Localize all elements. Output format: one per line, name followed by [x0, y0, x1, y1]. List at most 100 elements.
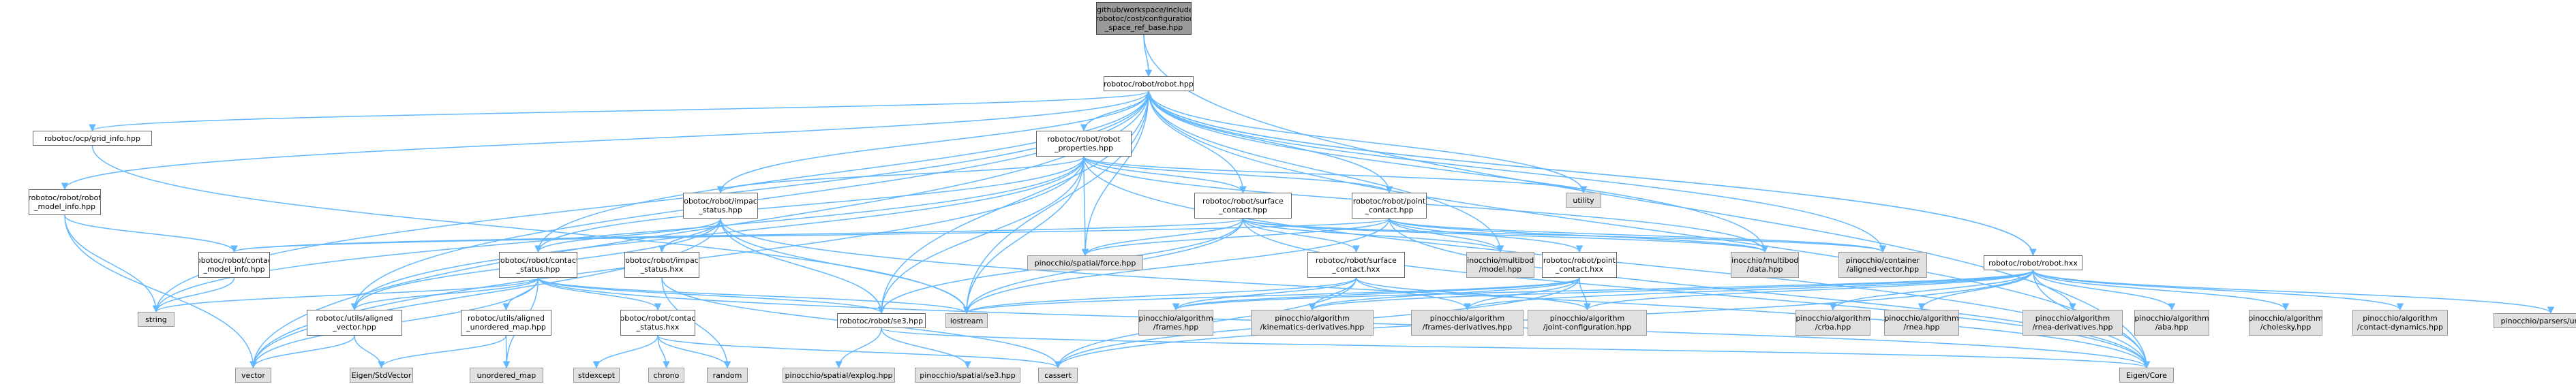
node-impact-status-hxx[interactable]: robotoc/robot/impact _status.hxx	[624, 252, 699, 278]
edge-point_contact_hxx-to-alg_frames	[1172, 277, 1580, 311]
node-eigen-core: Eigen/Core	[2119, 368, 2174, 383]
node-robot-hxx[interactable]: robotoc/robot/robot.hxx	[1984, 255, 2082, 270]
edge-robot_hxx-to-alg_contact_dynamics	[2032, 270, 2404, 311]
edge-surface_contact_hpp-to-aligned_vector_pin	[1242, 218, 1886, 253]
edge-robot_hpp-to-utility	[1148, 91, 1588, 194]
edge-robot_properties-to-utility	[1083, 156, 1587, 194]
node-robot-model-info-hpp[interactable]: robotoc/robot/robot _model_info.hpp	[29, 189, 101, 215]
edge-robot_hpp-to-impact_status_hpp	[716, 91, 1149, 194]
edge-robot_properties-to-utils_aligned_vector	[350, 156, 1085, 311]
edge-contact_status_hpp-to-utils_aligned_vector	[350, 277, 539, 311]
edge-robot_hxx-to-alg_crba	[1829, 270, 2034, 311]
edge-utils_aligned_vector-to-vector	[249, 335, 355, 369]
edge-robot_hpp-to-aligned_vector_pin	[1148, 91, 1887, 253]
node-contact-status-hpp[interactable]: robotoc/robot/contact _status.hpp	[499, 252, 577, 278]
node-pinocchio-spatial-se3: pinocchio/spatial/se3.hpp	[915, 368, 1020, 383]
edge-point_contact_hpp-to-point_contact_hxx	[1389, 218, 1584, 253]
edge-point_contact_hpp-to-aligned_vector_pin	[1389, 218, 1886, 253]
edge-contact_status_hxx-to-random	[657, 335, 731, 369]
edge-surface_contact_hxx-to-alg_frames	[1172, 277, 1357, 311]
node-surface-contact-hxx[interactable]: robotoc/robot/surface _contact.hxx	[1307, 252, 1405, 278]
node-surface-contact-hpp[interactable]: robotoc/robot/surface _contact.hpp	[1194, 193, 1292, 219]
edge-surface_contact_hxx-to-iostream	[963, 277, 1357, 315]
node-pinocchio-spatial-explog: pinocchio/spatial/explog.hpp	[783, 368, 895, 383]
edge-robot_properties-to-iostream	[963, 156, 1085, 315]
edge-surface_contact_hpp-to-multibody_model	[1242, 218, 1504, 253]
edge-point_contact_hpp-to-multibody_model	[1389, 218, 1504, 253]
edge-se3_hpp-to-eigen_core	[881, 327, 2150, 369]
edge-contact_status_hpp-to-string	[152, 277, 539, 313]
node-utils-aligned-vector-hpp[interactable]: robotoc/utils/aligned _vector.hpp	[307, 310, 402, 336]
edge-robot_hxx-to-robot_hpp	[1145, 90, 2034, 256]
edge-robot_hpp-to-multibody_model	[1148, 91, 1504, 253]
node-unordered-map: unordered_map	[470, 368, 543, 383]
node-pinocchio-algorithm-frames: pinocchio/algorithm /frames.hpp	[1138, 310, 1213, 336]
edge-surface_contact_hpp-to-eigen_core	[1242, 218, 2151, 369]
edge-utils_unordered_map-to-eigen_stdvector	[378, 335, 507, 369]
node-contact-model-info-hpp[interactable]: robotoc/robot/contact _model_info.hpp	[198, 252, 270, 278]
edge-robot_hxx-to-alg_aba	[2032, 270, 2176, 311]
edge-utils_unordered_map-to-unordered_map	[502, 335, 511, 369]
edge-impact_status_hpp-to-iostream	[720, 218, 971, 315]
edge-point_contact_hpp-to-spatial_force	[1081, 218, 1390, 257]
edge-robot_properties-to-se3_hpp	[877, 156, 1085, 315]
node-chrono: chrono	[648, 368, 684, 383]
node-pinocchio-algorithm-frames-derivatives: pinocchio/algorithm /frames-derivatives.…	[1411, 310, 1524, 336]
node-pinocchio-algorithm-aba: pinocchio/algorithm /aba.hpp	[2134, 310, 2209, 336]
node-eigen-stdvector: Eigen/StdVector	[350, 368, 413, 383]
edge-robot_hxx-to-alg_joint_configuration	[1584, 270, 2034, 311]
node-pinocchio-algorithm-contact-dynamics: pinocchio/algorithm /contact-dynamics.hp…	[2352, 310, 2448, 336]
edge-point_contact_hxx-to-alg_frames_derivatives	[1464, 277, 1580, 311]
node-pinocchio-algorithm-kinematics-derivatives: pinocchio/algorithm /kinematics-derivati…	[1251, 310, 1374, 336]
edge-robot_model_info-to-vector	[64, 214, 257, 369]
node-utils-aligned-unordered-map-hpp[interactable]: robotoc/utils/aligned _unordered_map.hpp	[461, 310, 551, 336]
edge-robot_properties-to-spatial_force	[1081, 156, 1089, 257]
edge-robot_hpp-to-string	[152, 91, 1149, 313]
edge-surface_contact_hxx-to-alg_joint_configuration	[1355, 277, 1591, 311]
edge-root-to-eigen_core	[1143, 34, 2151, 369]
edge-robot_hpp-to-multibody_data	[1148, 91, 1769, 253]
edge-robot_hxx-to-alg_frames_derivatives	[1464, 270, 2034, 311]
edge-impact_status_hpp-to-eigen_core	[720, 218, 2151, 369]
node-robot-properties-hpp[interactable]: robotoc/robot/robot _properties.hpp	[1036, 131, 1132, 157]
edge-robot_model_info-to-contact_model_info	[64, 214, 238, 253]
node-se3-hpp[interactable]: robotoc/robot/se3.hpp	[837, 313, 926, 328]
edge-robot_properties-to-point_contact_hpp	[1083, 156, 1393, 194]
edge-robot_hxx-to-alg_rnea	[1918, 270, 2034, 311]
edge-contact_status_hxx-to-cassert	[657, 335, 1062, 369]
node-robot-hpp[interactable]: robotoc/robot/robot.hpp	[1104, 76, 1194, 91]
edge-surface_contact_hpp-to-surface_contact_hxx	[1242, 218, 1360, 253]
edge-point_contact_hpp-to-multibody_data	[1389, 218, 1769, 253]
node-contact-status-hxx[interactable]: robotoc/robot/contact _status.hxx	[620, 310, 695, 336]
edge-robot_hpp-to-robot_model_info	[61, 91, 1149, 191]
edge-se3_hpp-to-spatial_explog	[835, 327, 882, 369]
node-grid-info-hpp[interactable]: robotoc/ocp/grid_info.hpp	[33, 131, 152, 146]
node-impact-status-hpp[interactable]: robotoc/robot/impact _status.hpp	[683, 193, 758, 219]
edge-impact_status_hpp-to-vector	[249, 218, 721, 369]
edge-contact_status_hpp-to-iostream	[537, 277, 971, 315]
node-pinocchio-algorithm-cholesky: pinocchio/algorithm /cholesky.hpp	[2249, 310, 2322, 336]
node-pinocchio-algorithm-joint-configuration: pinocchio/algorithm /joint-configuration…	[1528, 310, 1647, 336]
node-configuration-space-ref-base-hpp: /github/workspace/include /robotoc/cost/…	[1096, 2, 1192, 35]
node-cassert: cassert	[1038, 368, 1078, 383]
edge-robot_hxx-to-alg_kinematics_derivatives	[1309, 270, 2034, 311]
edge-point_contact_hpp-to-eigen_core	[1389, 218, 2151, 369]
node-point-contact-hxx[interactable]: robotoc/robot/point _contact.hxx	[1542, 252, 1617, 278]
edge-robot_properties-to-surface_contact_hpp	[1083, 156, 1247, 194]
edge-contact_status_hxx-to-stdexcept	[592, 335, 658, 369]
edge-se3_hpp-to-spatial_se3	[881, 327, 971, 369]
edge-grid_info-to-iostream	[91, 145, 971, 315]
edge-point_contact_hpp-to-iostream	[963, 218, 1390, 315]
edge-robot_properties-to-contact_status_hpp	[534, 156, 1085, 253]
edge-point_contact_hxx-to-iostream	[963, 277, 1580, 315]
node-stdexcept: stdexcept	[573, 368, 620, 383]
edge-impact_status_hpp-to-contact_status_hpp	[534, 218, 721, 253]
node-pinocchio-multibody-data: pinocchio/multibody /data.hpp	[1731, 252, 1799, 278]
node-pinocchio-algorithm-crba: pinocchio/algorithm /crba.hpp	[1795, 310, 1870, 336]
node-vector: vector	[235, 368, 271, 383]
node-point-contact-hpp[interactable]: robotoc/robot/point _contact.hpp	[1352, 193, 1427, 219]
edge-robot_hxx-to-parsers_urdf	[2032, 270, 2555, 315]
node-iostream: iostream	[945, 313, 988, 328]
edge-contact_status_hxx-to-chrono	[657, 335, 670, 369]
node-string: string	[138, 312, 175, 327]
